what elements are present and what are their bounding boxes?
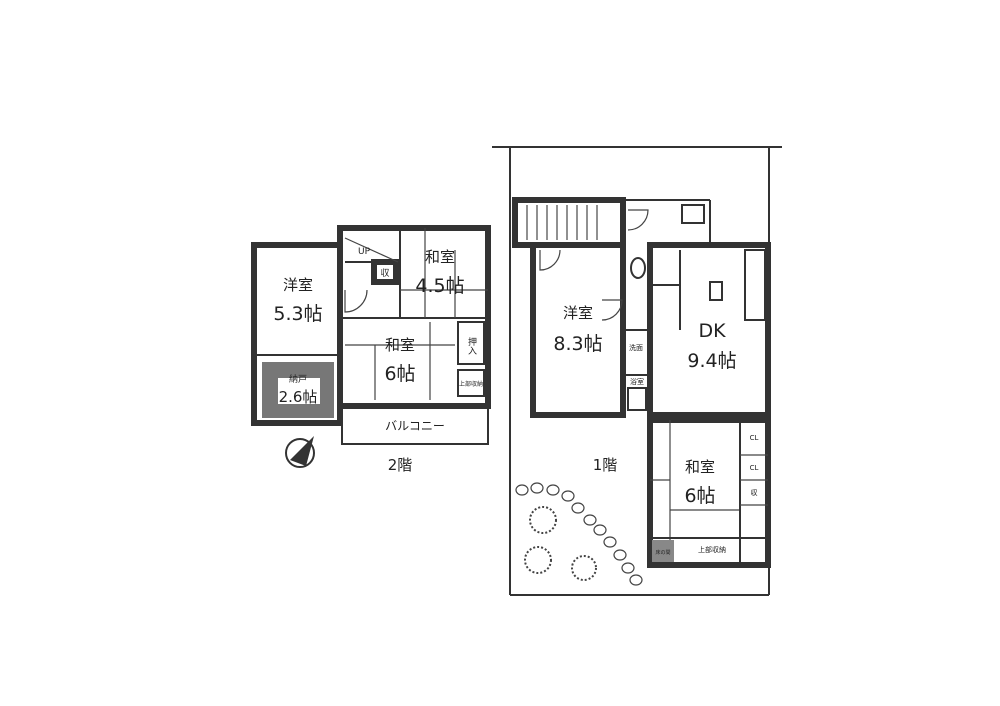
- room1-3-size: 6帖: [684, 485, 715, 507]
- closet-3: 収: [751, 489, 758, 497]
- room2-4-size: 2.6帖: [279, 388, 318, 406]
- room-western-8-3-wall: [530, 242, 626, 418]
- room2-3-name: 和室: [385, 336, 415, 354]
- closet-1: CL: [750, 434, 759, 442]
- garden-stones: [515, 482, 643, 586]
- upper-storage-1f: 上部収納: [698, 545, 726, 554]
- floor2-plan: [251, 225, 491, 468]
- room2-2-name: 和室: [425, 248, 455, 266]
- room1-3-name: 和室: [685, 458, 715, 476]
- alcove-label: 床の間: [655, 549, 670, 556]
- room1-1-size: 8.3帖: [553, 333, 602, 355]
- floor2-label: 2階: [388, 456, 413, 474]
- room2-2-size: 4.5帖: [415, 275, 464, 297]
- room2-3-size: 6帖: [384, 363, 415, 385]
- room2-1-size: 5.3帖: [273, 303, 322, 325]
- closet-2: CL: [750, 464, 759, 472]
- stairs-1f: [512, 197, 626, 248]
- room1-2-name: DK: [698, 320, 726, 342]
- stairs-up-label: UP: [358, 247, 371, 257]
- north-compass-icon: [285, 436, 315, 468]
- floor1-label: 1階: [593, 456, 618, 474]
- storage-label: 収: [380, 267, 389, 279]
- bath-label: 浴室: [630, 377, 644, 386]
- room-japanese-6-wall: [647, 417, 771, 568]
- room1-2-size: 9.4帖: [687, 350, 736, 372]
- floor1-plan: [492, 146, 782, 596]
- shrub-icons: [524, 506, 597, 581]
- room2-4-name: 納戸: [289, 373, 307, 385]
- washroom-label: 洗面: [629, 343, 643, 352]
- balcony-label: バルコニー: [385, 419, 445, 433]
- upper-storage-2f: 上部収納: [459, 380, 483, 388]
- balcony: [341, 407, 489, 445]
- closet-label: 押入: [466, 336, 477, 355]
- room2-1-name: 洋室: [283, 276, 313, 294]
- room1-1-name: 洋室: [563, 304, 593, 322]
- toilet-icon: [630, 257, 646, 279]
- bathtub-icon: [627, 387, 647, 411]
